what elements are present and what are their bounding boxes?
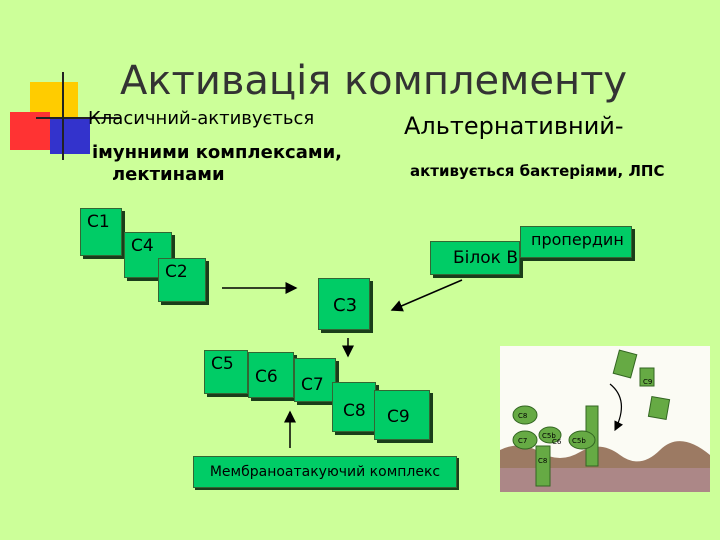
page-title: Активація комплементу xyxy=(120,58,628,104)
illus-label-c5b-1: C5b xyxy=(542,432,556,440)
membrane-lower-layer xyxy=(500,468,710,492)
alternative-line1: Альтернативний- xyxy=(404,112,624,140)
c9-molecule-1 xyxy=(612,349,638,379)
membrane-attack-complex-box: Мембраноатакуючий комплекс xyxy=(193,456,457,488)
classical-line2: імунними комплексами, xyxy=(92,142,343,163)
c8-molecule xyxy=(512,405,538,425)
mac-illustration-group: C9 C8 C7 C5b C5b C6 C8 xyxy=(500,346,710,492)
logo-blue-square xyxy=(50,118,90,154)
classical-line3: лектинами xyxy=(112,164,225,185)
arrow-b-to-c3 xyxy=(390,279,463,312)
illus-label-c6: C6 xyxy=(552,438,562,446)
c5-box: C5 xyxy=(204,350,248,394)
illus-label-c8b: C8 xyxy=(538,457,547,465)
c1-box: C1 xyxy=(80,208,122,256)
factor-b-box: Білок В xyxy=(430,241,520,275)
alternative-line2: активується бактеріями, ЛПС xyxy=(410,162,665,180)
c9-molecule-2 xyxy=(639,367,655,387)
c8-box: C8 xyxy=(332,382,376,432)
illus-label-c9: C9 xyxy=(643,378,652,386)
c2-box: C2 xyxy=(158,258,206,302)
factor-b-label: Білок В xyxy=(453,248,518,268)
c9-molecule-3 xyxy=(647,396,671,420)
c5b-molecule-1 xyxy=(538,426,562,444)
illus-label-c5b-2: C5b xyxy=(572,437,586,445)
c5b-molecule-2 xyxy=(568,430,596,450)
properdin-box: пропердин xyxy=(520,226,632,258)
c3-box: C3 xyxy=(318,278,370,330)
c7-box: C7 xyxy=(294,358,336,402)
c9-insertion-arrow xyxy=(609,383,624,432)
c7-molecule xyxy=(512,430,538,450)
illus-label-c7: C7 xyxy=(518,437,527,445)
classical-line1: Класичний-активується xyxy=(88,108,315,129)
c8-in-membrane xyxy=(535,445,551,487)
c6-box: C6 xyxy=(248,352,294,398)
illus-label-c8: C8 xyxy=(518,412,527,420)
c9-box: C9 xyxy=(374,390,430,440)
